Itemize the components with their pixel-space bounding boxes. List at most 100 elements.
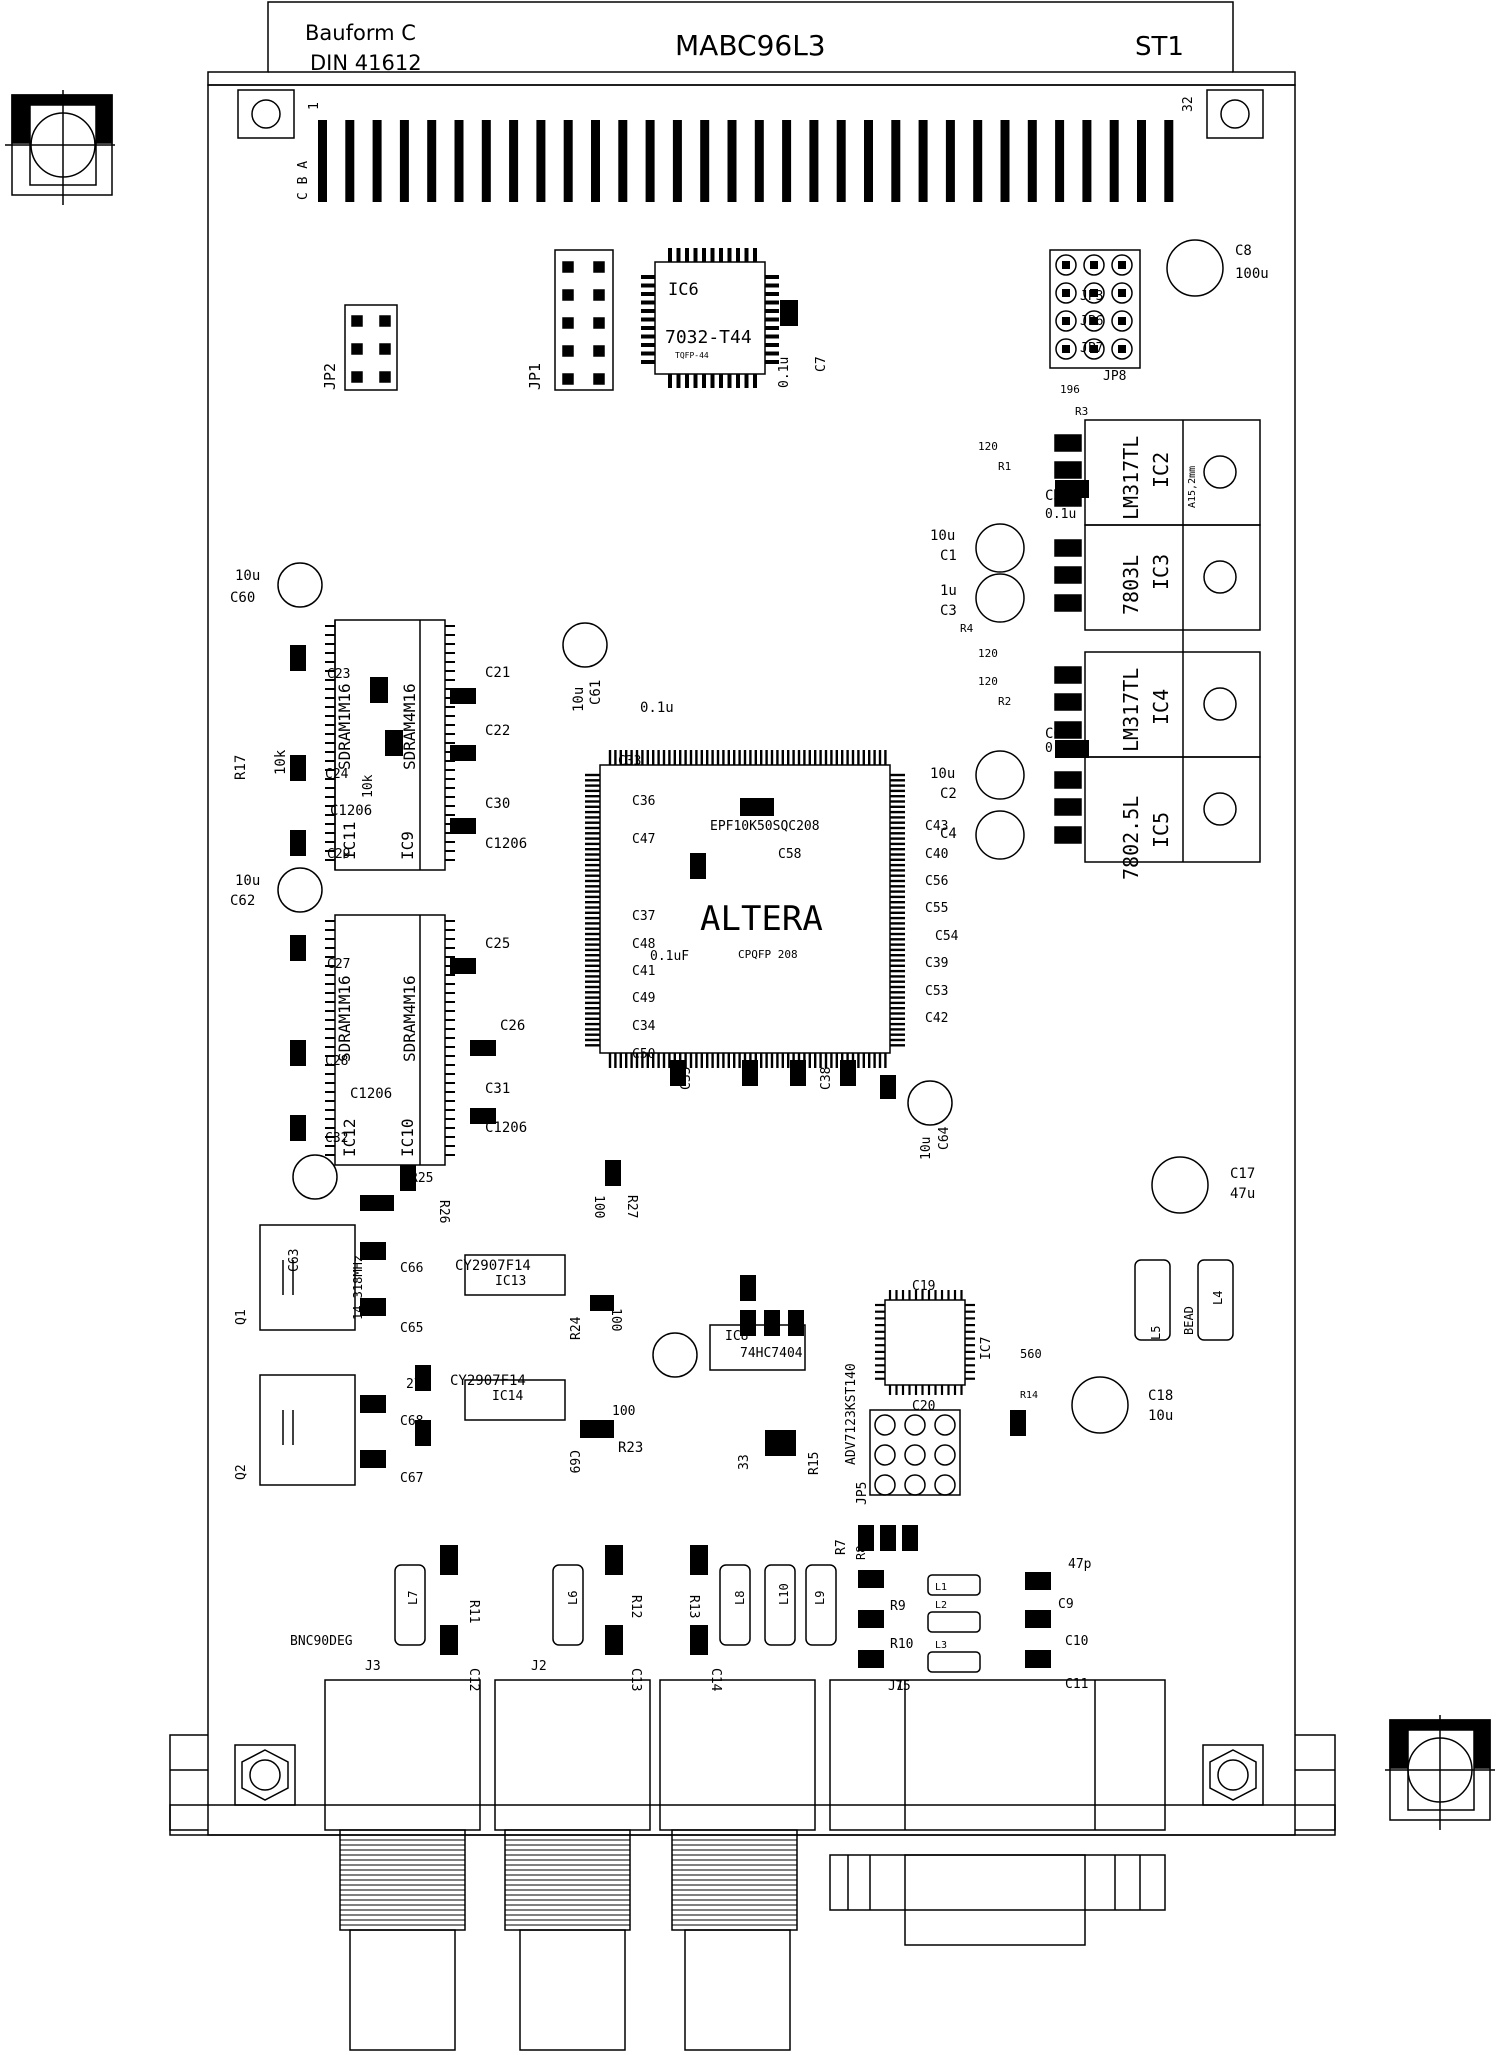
label-c41: C41	[632, 964, 655, 979]
label-c42: C42	[925, 1011, 948, 1026]
label-hs: A15,2mm	[1187, 466, 1198, 508]
label-c8v: 100u	[1235, 266, 1269, 282]
label-c9: C9	[1058, 1597, 1074, 1612]
jumper-jp2	[344, 304, 398, 391]
label-c1: C1	[940, 548, 957, 564]
label-c20: C20	[912, 1399, 935, 1414]
registration-mark-top-left	[5, 90, 115, 205]
label-c38: C38	[819, 1067, 834, 1090]
label-c1206a: C1206	[330, 803, 372, 819]
label-c61: C61	[588, 680, 604, 705]
label-c1206b: C1206	[485, 836, 527, 852]
label-r4v: 120	[978, 647, 998, 660]
label-ic14: IC14	[492, 1389, 523, 1404]
mounting-hole-left	[234, 1744, 296, 1806]
label-c60v: 10u	[235, 568, 260, 584]
label-jp8: JP8	[1103, 369, 1126, 384]
label-c13: C13	[628, 1668, 643, 1691]
label-ic4: IC4	[1149, 689, 1173, 725]
label-jp2: JP2	[321, 363, 339, 390]
label-q1: Q1	[234, 1309, 249, 1325]
label-c5: C5	[1045, 488, 1062, 504]
label-c1206d: C1206	[485, 1120, 527, 1136]
label-ic5: IC5	[1149, 812, 1173, 848]
label-c18v: 10u	[1148, 1408, 1173, 1424]
label-r17v: 10k	[273, 749, 289, 775]
label-c69: C69	[566, 1450, 581, 1473]
label-fpga: ALTERA	[700, 899, 823, 939]
label-c63: C63	[287, 1249, 302, 1272]
label-ic9: SDRAM4M16	[400, 683, 419, 770]
bauform-label: Bauform C	[305, 21, 416, 45]
mounting-hole-right	[1202, 1744, 1264, 1806]
label-c27: C27	[327, 957, 350, 972]
label-c64v: 10u	[919, 1137, 934, 1160]
label-ic6pn: 7032-T44	[665, 327, 752, 348]
label-v01uf: 0.1uF	[650, 949, 689, 964]
label-r24v: 100	[608, 1308, 623, 1331]
label-ic14pn: CY2907F14	[450, 1373, 526, 1389]
label-r13: R13	[686, 1595, 701, 1618]
label-l10: L10	[777, 1583, 791, 1605]
label-r7: R7	[834, 1539, 849, 1555]
label-ic8: IC8	[725, 1329, 748, 1344]
label-r23: R23	[618, 1440, 643, 1456]
label-l9: L9	[813, 1591, 827, 1605]
bnc-connectors	[324, 1679, 816, 2051]
label-c31: C31	[485, 1081, 510, 1097]
label-r27: R27	[624, 1195, 639, 1218]
label-c68: C68	[400, 1414, 423, 1429]
label-v01: 0.1u	[640, 700, 674, 716]
label-r14: R14	[1020, 1390, 1038, 1401]
din-pin-row	[318, 120, 1174, 202]
label-jp7: JP7	[1080, 341, 1103, 356]
label-jp5: JP5	[855, 1482, 870, 1505]
label-c62: C62	[230, 893, 255, 909]
label-r14v: 560	[1020, 1347, 1042, 1361]
label-r12: R12	[628, 1595, 643, 1618]
label-ic13: IC13	[495, 1274, 526, 1289]
label-c3: C3	[940, 603, 957, 619]
label-ic3pn: 7803L	[1119, 555, 1143, 615]
label-j1: J1	[888, 1679, 904, 1694]
label-c43: C43	[925, 819, 948, 834]
label-r1v: 120	[978, 440, 998, 453]
label-r8: R8	[854, 1546, 868, 1560]
label-c64: C64	[937, 1126, 952, 1150]
label-c2v: 10u	[930, 766, 955, 782]
label-r9: R9	[890, 1599, 906, 1614]
label-c29: C29	[327, 847, 350, 862]
label-c8: C8	[1235, 243, 1252, 259]
label-r15: R15	[807, 1452, 822, 1475]
label-c10: C10	[1065, 1634, 1088, 1649]
label-c36: C36	[632, 794, 655, 809]
text-labels: Bauform C DIN 41612 MABC96L3 ST1 1 32 C …	[296, 21, 1196, 200]
label-ic8pn: 74HC7404	[740, 1346, 803, 1361]
label-c2: C2	[940, 786, 957, 802]
label-c6: C6	[1045, 726, 1062, 742]
jumper-jp3-jp6-jp7	[1049, 249, 1141, 369]
label-c40: C40	[925, 847, 948, 862]
label-l3: L3	[935, 1640, 947, 1651]
label-c23: C23	[327, 667, 350, 682]
pin-first-label: 1	[307, 102, 322, 110]
ic7-dac	[875, 1290, 975, 1395]
jumper-jp5	[869, 1409, 961, 1496]
label-l5: L5	[1149, 1326, 1163, 1340]
label-c67: C67	[400, 1471, 423, 1486]
label-r2v: 120	[978, 675, 998, 688]
label-ic11: SDRAM1M16	[335, 683, 354, 770]
label-r18v: 10k	[361, 774, 376, 798]
label-c39: C39	[925, 956, 948, 971]
label-ic10: SDRAM4M16	[400, 975, 419, 1062]
label-c61v: 10u	[571, 687, 587, 712]
din-label: DIN 41612	[310, 51, 422, 75]
label-r2: R2	[998, 695, 1011, 708]
label-c65: C65	[400, 1321, 423, 1336]
label-ic4pn: LM317TL	[1119, 668, 1143, 752]
smd-pads	[290, 300, 1089, 1668]
board-name: MABC96L3	[675, 29, 826, 62]
label-c53: C53	[925, 984, 948, 999]
label-c7v: 0.1u	[777, 357, 792, 388]
